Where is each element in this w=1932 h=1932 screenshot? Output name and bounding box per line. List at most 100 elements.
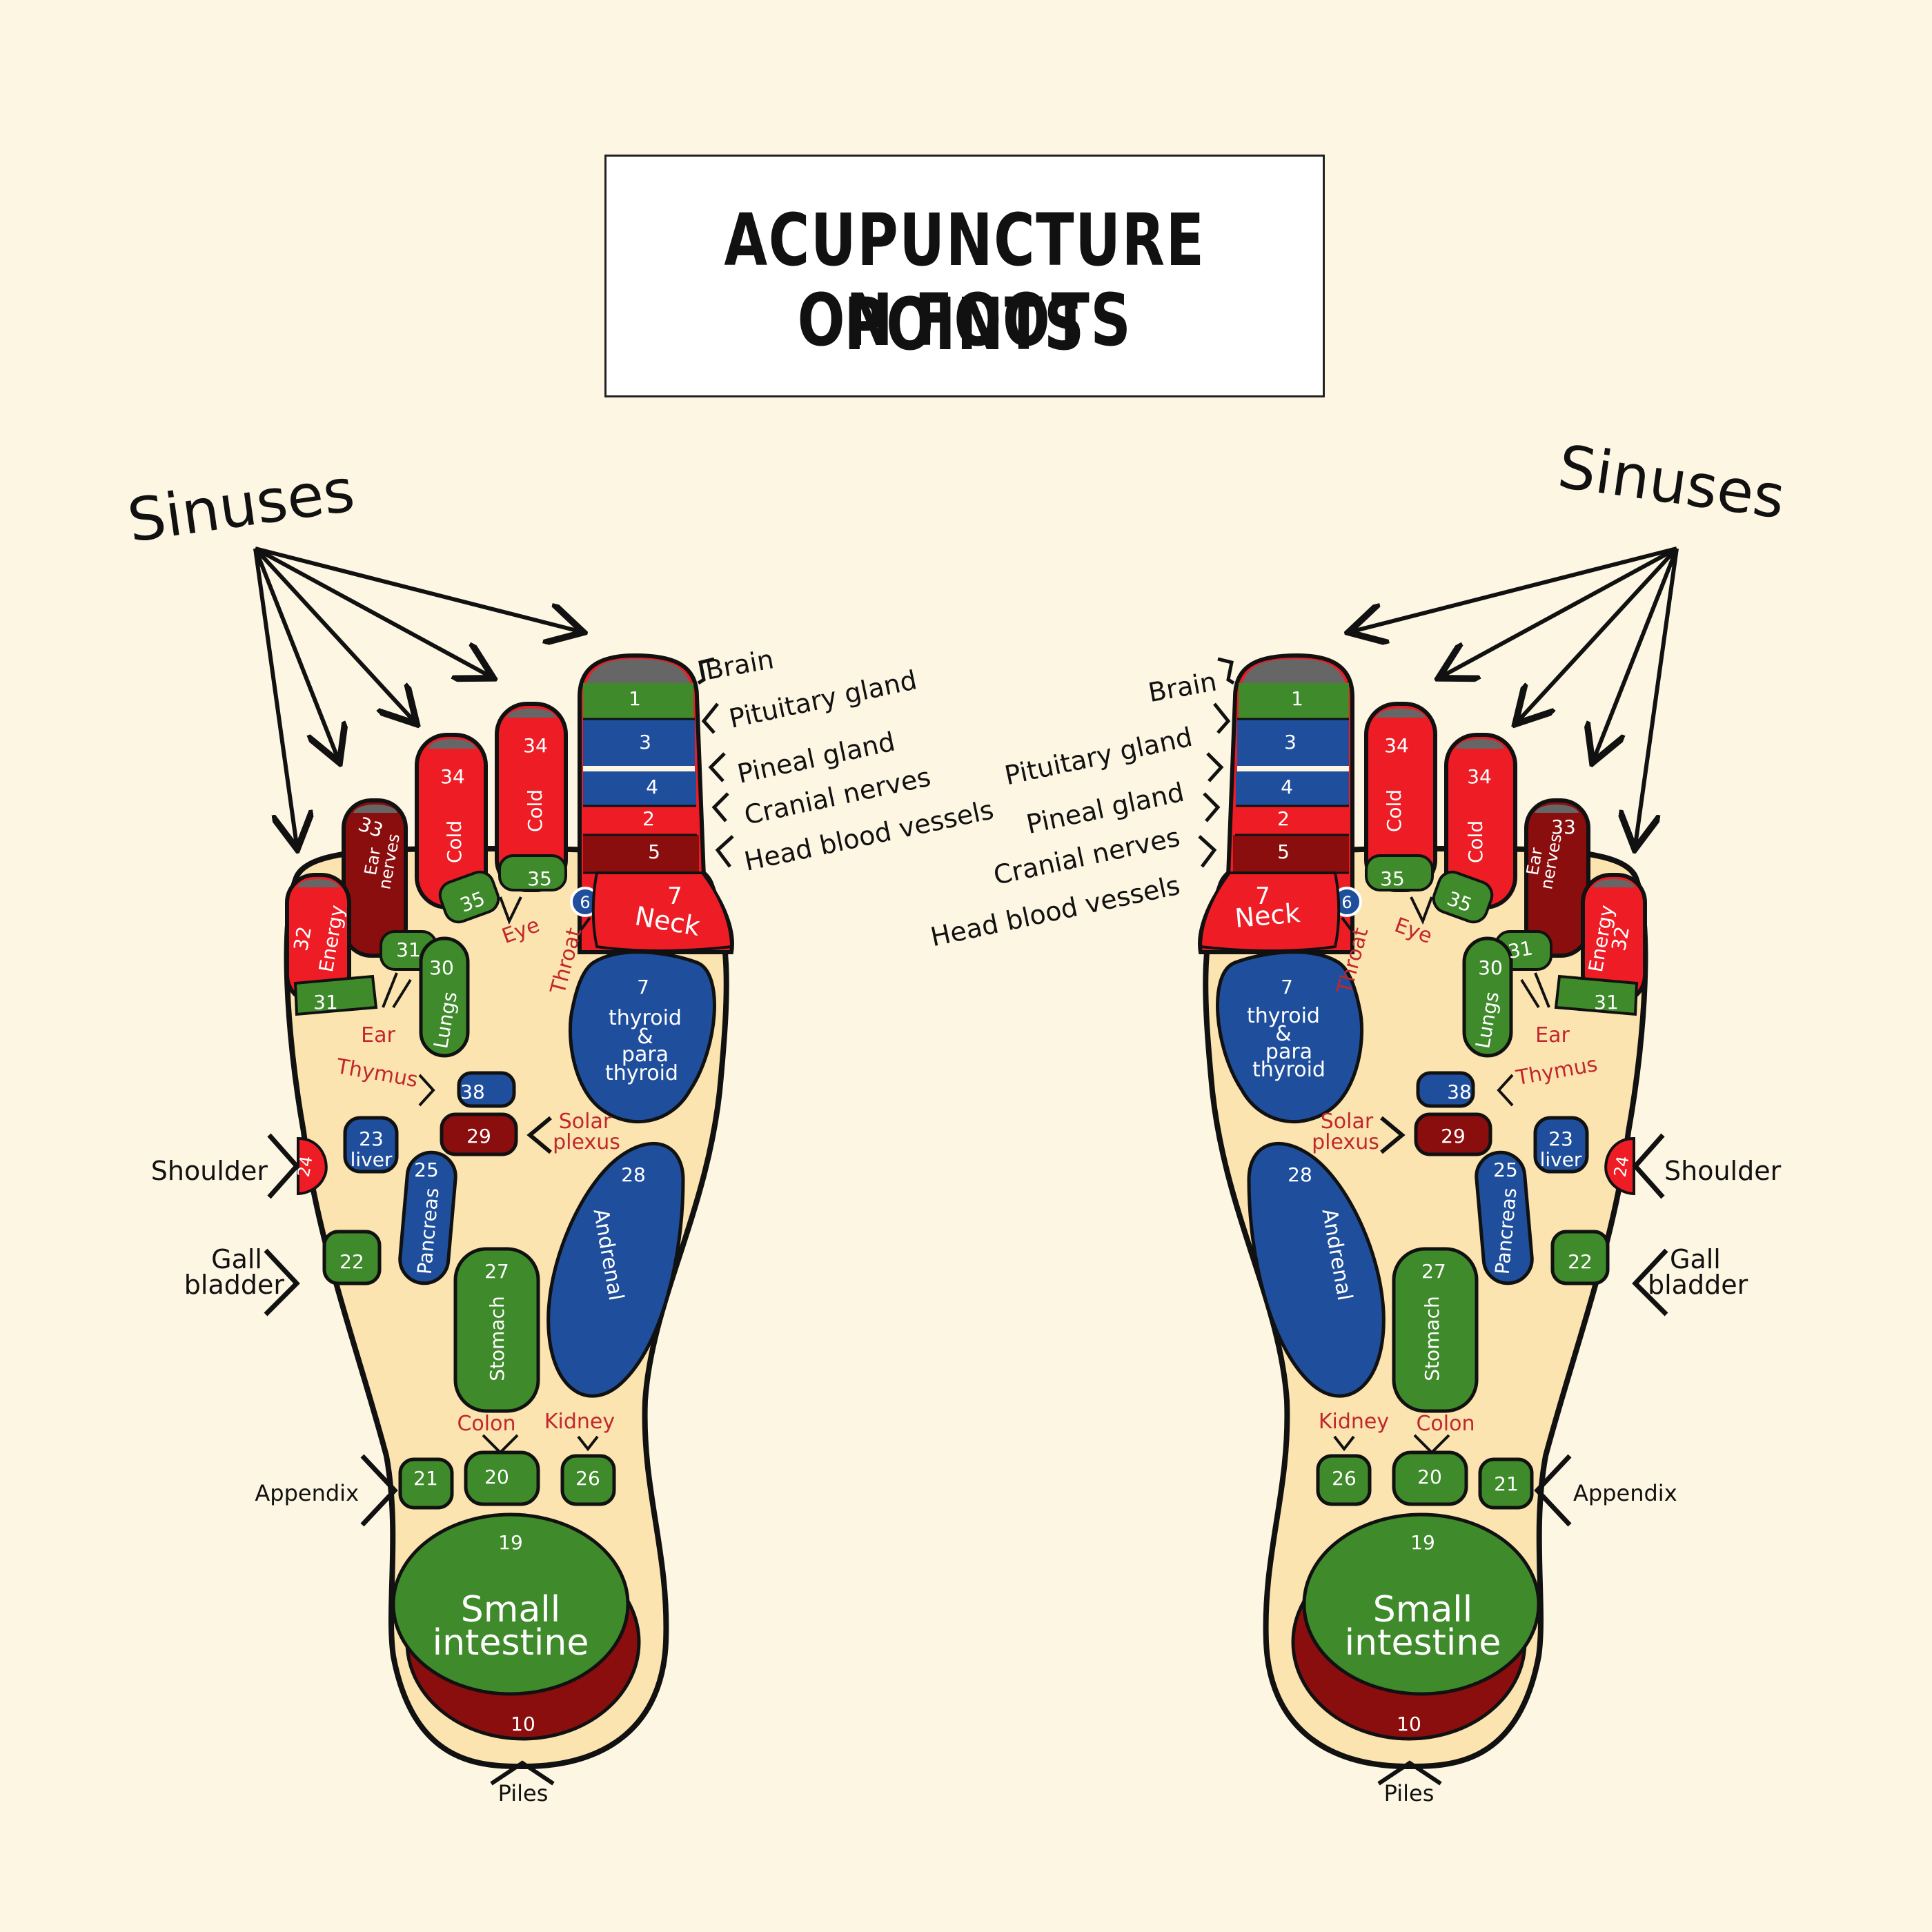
title-box: ACUPUNCTURE POINTS ON FOOTS (604, 155, 1325, 397)
right-kidney-label: Kidney (1319, 1410, 1389, 1434)
right-zone-32: 32 (1607, 925, 1634, 953)
right-colon-label: Colon (1416, 1412, 1475, 1436)
left-brain-label: Brain (703, 644, 776, 686)
left-thyroid-2: & (637, 1025, 653, 1049)
sinuses-arrows-left (253, 546, 580, 845)
left-zone-19: 19 (498, 1531, 523, 1554)
left-thyroid-4: thyroid (605, 1061, 678, 1085)
right-ear-label: Ear (1535, 1023, 1570, 1047)
right-zone-25: 25 (1493, 1159, 1518, 1181)
left-piles-label: Piles (498, 1780, 549, 1806)
right-zone-labels: 1 3 4 2 5 6 7 Neck 34 Cold 35 34 Cold 35… (1234, 687, 1634, 1735)
right-zone-20: 20 (1417, 1466, 1442, 1488)
left-stomach: Stomach (486, 1296, 509, 1381)
left-zone-7-neck-num: 7 (667, 883, 682, 910)
right-zone-30: 30 (1478, 956, 1503, 979)
left-zone-29: 29 (466, 1125, 491, 1147)
left-zone-27: 27 (484, 1260, 509, 1283)
left-small-1: Small (461, 1589, 560, 1630)
right-zone-34b: 34 (1467, 765, 1492, 788)
left-zone-7-thyroid: 7 (637, 976, 649, 998)
right-solar-label: Solar (1321, 1110, 1374, 1134)
left-thyroid-1: thyroid (609, 1006, 682, 1030)
right-zone-24: 24 (1610, 1154, 1633, 1179)
right-zone-4: 4 (1281, 776, 1293, 798)
left-zone-34a: 34 (523, 734, 548, 757)
left-ear-label: Ear (361, 1023, 395, 1047)
right-thyroid-4: thyroid (1252, 1058, 1325, 1082)
left-sinuses-label: Sinuses (124, 456, 359, 556)
left-zone-22: 22 (339, 1250, 364, 1273)
left-zone-32: 32 (289, 925, 316, 953)
right-gall-label: Gall (1670, 1244, 1721, 1274)
left-zone-labels: 1 3 4 2 5 6 7 Neck 34 Cold 35 34 Cold 35… (289, 687, 702, 1735)
left-zone-26: 26 (575, 1467, 600, 1490)
right-zone-23: 23 (1548, 1127, 1573, 1150)
head-brackets-right (1198, 657, 1235, 868)
left-zone-38: 38 (460, 1081, 485, 1103)
right-zone-21: 21 (1494, 1472, 1519, 1495)
right-piles-label: Piles (1384, 1780, 1435, 1806)
organ-labels: Ear Eye Throat Thymus Solar plexus Colon… (334, 913, 1599, 1436)
head-brackets-left (697, 657, 734, 868)
left-ear-nerves-1: Ear (361, 846, 384, 876)
left-zone-30: 30 (429, 956, 454, 979)
left-thyroid-3: para (622, 1043, 669, 1067)
left-bladder-label: bladder (184, 1270, 285, 1300)
right-zone-31b: 31 (1594, 991, 1619, 1014)
left-colon-label: Colon (457, 1412, 515, 1436)
left-zone-10: 10 (511, 1713, 535, 1735)
left-cold-b: Cold (443, 820, 466, 863)
left-zone-20: 20 (484, 1466, 509, 1488)
right-zone-35a: 35 (1380, 867, 1405, 890)
right-small-2: intestine (1345, 1622, 1501, 1664)
left-zone-35a: 35 (527, 867, 552, 890)
title-line-1: ACUPUNCTURE POINTS (724, 198, 1205, 366)
right-zone-29: 29 (1441, 1125, 1466, 1147)
right-zone-7-thyroid: 7 (1281, 976, 1293, 998)
left-kidney-label: Kidney (544, 1410, 615, 1434)
right-thyroid-1: thyroid (1247, 1004, 1320, 1028)
right-stomach: Stomach (1421, 1296, 1443, 1381)
right-zone-3: 3 (1284, 731, 1297, 753)
right-zone-1: 1 (1291, 687, 1303, 710)
right-zone-26: 26 (1332, 1467, 1357, 1490)
right-small-1: Small (1373, 1589, 1472, 1630)
right-appendix-label: Appendix (1573, 1480, 1677, 1506)
left-plexus-label: plexus (553, 1130, 620, 1154)
right-bladder-label: bladder (1648, 1270, 1748, 1300)
title-line-2: ON FOOTS (797, 278, 1132, 362)
left-gall-label: Gall (211, 1244, 262, 1274)
right-brain-label: Brain (1146, 667, 1219, 709)
left-small-2: intestine (433, 1622, 589, 1664)
right-thyroid-2: & (1275, 1022, 1291, 1046)
left-liver: liver (351, 1148, 393, 1171)
left-zone-5: 5 (648, 840, 660, 863)
left-zone-6: 6 (580, 893, 590, 912)
left-appendix-label: Appendix (255, 1480, 359, 1506)
right-zone-7-neck-num: 7 (1255, 883, 1270, 910)
left-zone-23: 23 (359, 1127, 384, 1150)
left-zone-25: 25 (414, 1159, 439, 1181)
right-cold-a: Cold (1383, 789, 1406, 832)
right-plexus-label: plexus (1312, 1130, 1379, 1154)
right-thyroid-3: para (1265, 1040, 1312, 1064)
right-zone-33: 33 (1551, 816, 1576, 838)
left-zone-21: 21 (413, 1467, 438, 1490)
left-zone-1: 1 (629, 687, 641, 710)
right-liver: liver (1540, 1148, 1582, 1171)
right-zone-6: 6 (1341, 893, 1352, 912)
right-sinuses-label: Sinuses (1554, 433, 1789, 533)
right-cold-b: Cold (1464, 820, 1487, 863)
left-solar-label: Solar (559, 1110, 612, 1134)
right-zone-27: 27 (1421, 1260, 1446, 1283)
left-zone-34b: 34 (440, 765, 465, 788)
left-zone-2: 2 (642, 807, 655, 830)
right-zone-19: 19 (1410, 1531, 1435, 1554)
right-neck-label: Neck (1234, 898, 1301, 934)
right-shoulder-label: Shoulder (1664, 1156, 1782, 1186)
left-zone-28: 28 (621, 1163, 646, 1186)
left-zone-31a: 31 (396, 938, 421, 961)
